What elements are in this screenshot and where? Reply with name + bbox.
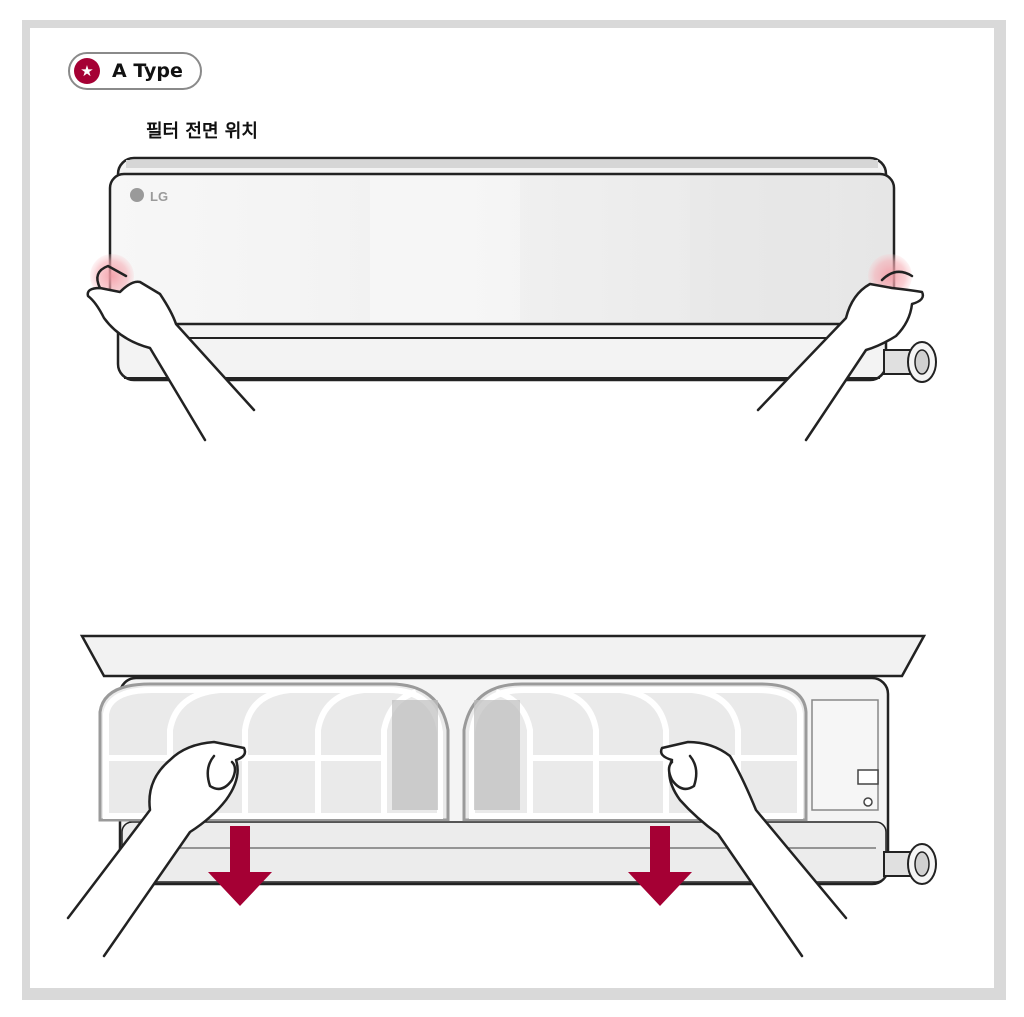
right-filter [462,682,808,822]
ac-unit-top: LG [108,156,937,383]
control-box [811,699,879,811]
right-hand-top [756,270,925,442]
left-hand-bottom [66,740,247,958]
left-hand-top [86,264,256,442]
star-icon: ★ [74,58,100,84]
arrow-down-left-icon [208,826,272,906]
pipe-hole-bottom [914,851,930,877]
lg-logo-text: LG [150,189,168,204]
badge-label: A Type [112,60,183,82]
lg-logo-icon [130,188,144,202]
pipe-hole [914,349,930,375]
type-badge: ★ A Type [68,52,202,90]
panel-shade-2 [690,176,830,322]
arrow-down-right-icon [628,826,692,906]
right-hand-bottom [659,740,848,958]
ac-top-strip [126,160,878,168]
control-port [857,769,879,785]
panel-shade-1 [370,176,520,322]
ac-front-panel [108,172,896,326]
ac-unit-bottom [79,634,937,886]
control-button [863,797,873,807]
ac-open-lid [79,634,927,678]
filter-position-caption: 필터 전면 위치 [146,121,258,142]
